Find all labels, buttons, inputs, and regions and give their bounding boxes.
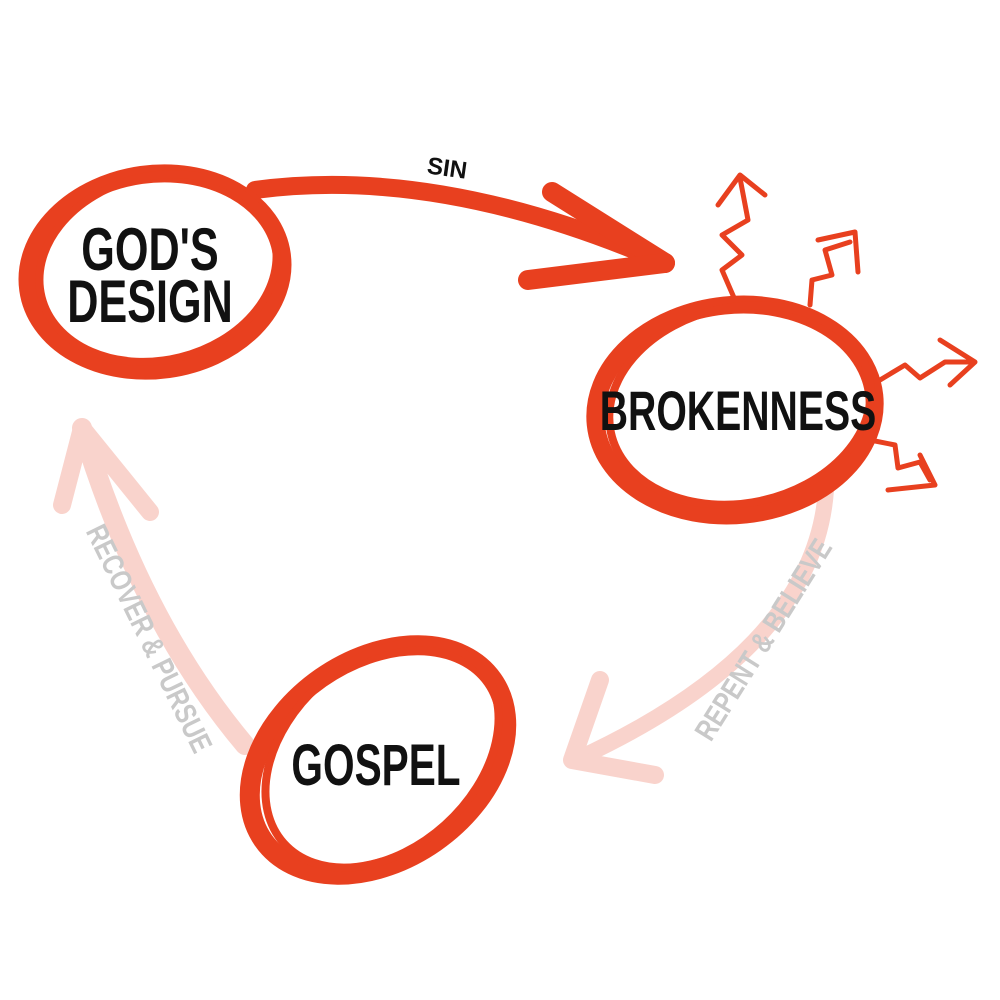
recover-pursue-arrow bbox=[53, 418, 255, 755]
recover-pursue-label: RECOVER & PURSUE bbox=[79, 519, 219, 758]
gods-design-label-line2: DESIGN bbox=[67, 269, 233, 336]
gods-design-node bbox=[18, 164, 292, 380]
gospel-label: GOSPEL bbox=[291, 733, 460, 798]
brokenness-burst-icon bbox=[715, 172, 978, 493]
repent-believe-arrow bbox=[563, 482, 834, 784]
gods-design-label-line1: GOD'S bbox=[81, 217, 218, 284]
brokenness-label: BROKENNESS bbox=[600, 380, 877, 443]
sin-label: SIN bbox=[425, 152, 468, 184]
sin-arrow bbox=[246, 175, 675, 290]
repent-believe-label: REPENT & BELIEVE bbox=[687, 533, 838, 747]
gospel-node bbox=[239, 635, 517, 885]
brokenness-node bbox=[586, 295, 884, 525]
